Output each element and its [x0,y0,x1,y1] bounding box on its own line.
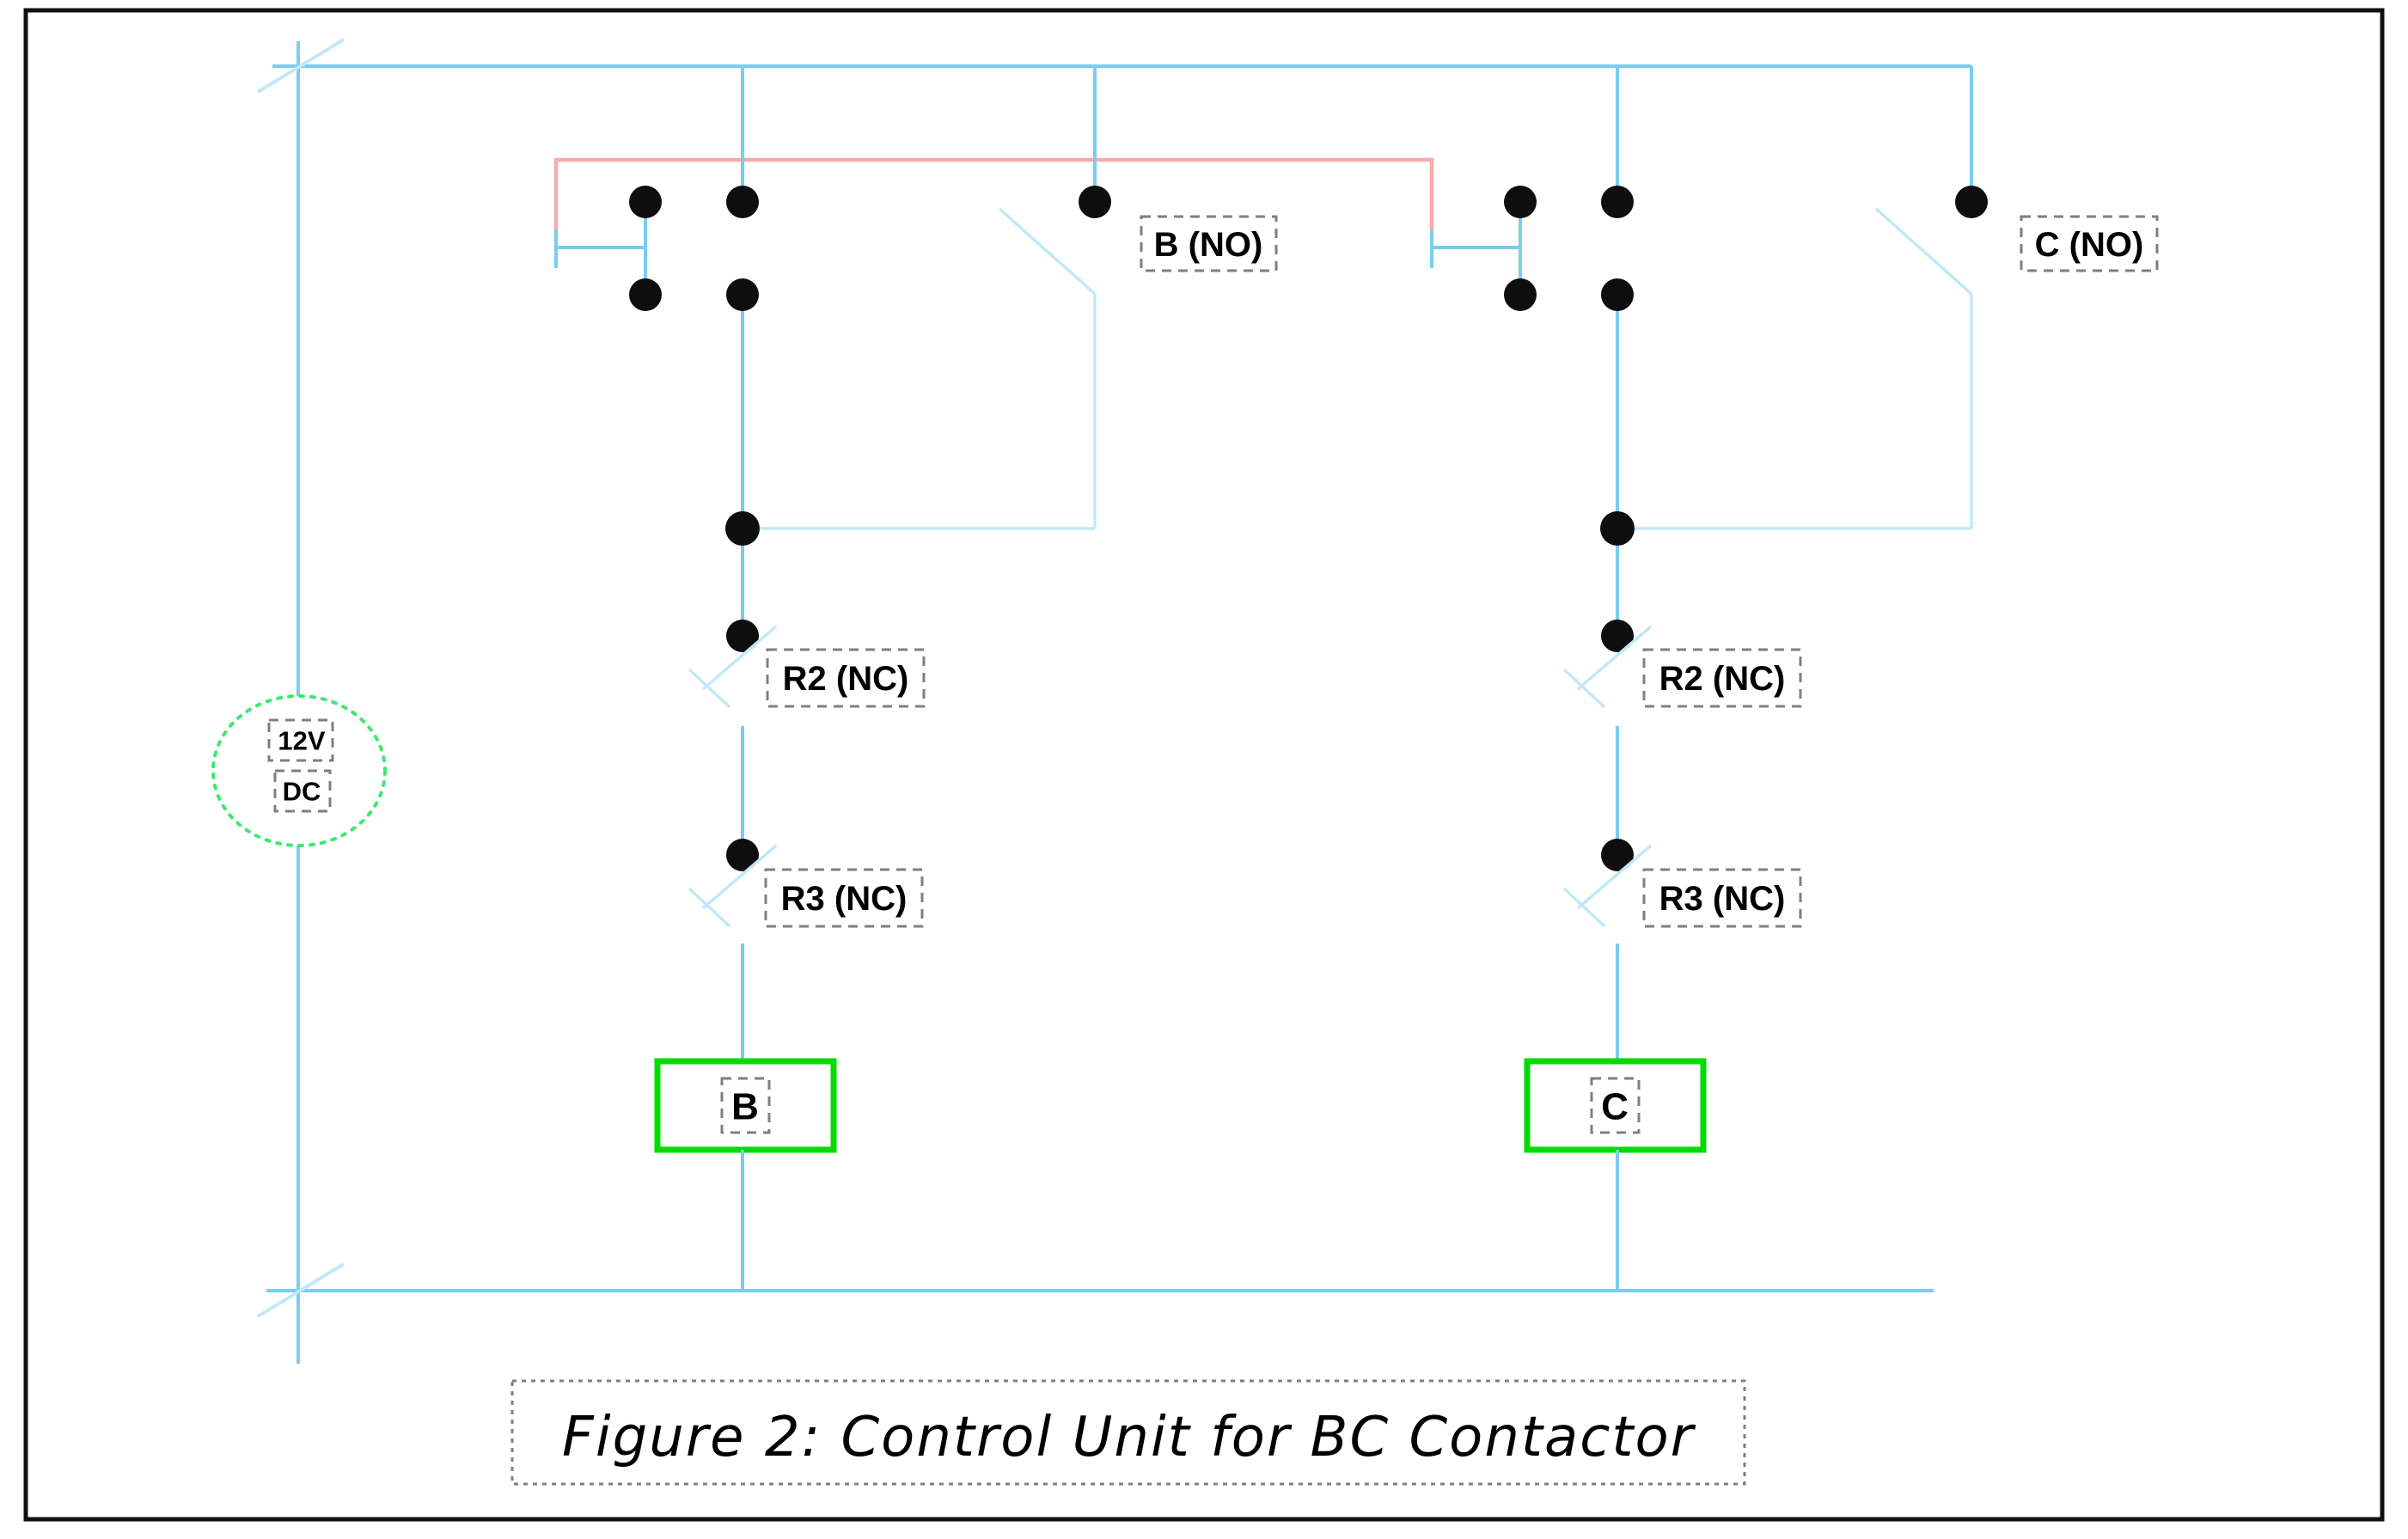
c-contact-dot [1504,278,1537,311]
b-no-blade [998,207,1097,296]
c-coil-label-box [1590,1077,1641,1134]
feedback-wire [553,157,1434,229]
c-coil-label: C [1601,1086,1629,1128]
c-junction-dot [1600,511,1635,546]
c-r3-cross-tick [1562,887,1606,928]
c-r2-dot [1601,620,1634,652]
c-no-label-box [2020,215,2159,272]
c-r3-blade [1576,844,1653,910]
c-contact-dot [1504,186,1537,218]
b-r2-dot [726,620,759,652]
c-contact-dot [1601,186,1634,218]
caption-box [510,1379,1746,1486]
dc-source-circle [211,694,387,847]
bottom-junction-tick [256,1262,345,1318]
c-r2-blade [1576,625,1653,691]
b-r3-label: R3 (NC) [781,880,908,918]
source-type-label: DC [283,777,321,807]
b-r3-blade [701,844,778,910]
c-r2-label-box [1642,648,1802,708]
b-coil-label-box [720,1077,771,1134]
b-r2-blade [701,625,778,691]
b-contact-dot [629,186,662,218]
c-no-label: C (NO) [2035,226,2144,264]
c-r3-dot [1601,839,1634,871]
c-coil-box [1524,1058,1707,1153]
drawing-border [23,8,2385,1522]
b-r2-label-box [766,648,926,708]
c-r3-label: R3 (NC) [1659,880,1786,918]
b-r3-cross-tick [688,887,731,928]
b-contact-dot [726,186,759,218]
b-r2-cross-tick [688,668,731,709]
b-coil-label: B [731,1086,759,1128]
b-no-label: B (NO) [1154,226,1263,264]
figure-caption: Figure 2: Control Unit for BC Contactor [562,1406,1696,1469]
c-r2-label: R2 (NC) [1659,660,1786,698]
c-r3-label-box [1642,868,1802,928]
c-no-blade [1874,207,1973,296]
b-junction-dot [725,511,760,546]
b-contact-dot [726,278,759,311]
b-r3-dot [726,839,759,871]
c-r2-cross-tick [1562,668,1606,709]
b-r2-label: R2 (NC) [783,660,909,698]
b-coil-box [654,1058,837,1153]
b-contact-dot [629,278,662,311]
source-voltage-label: 12V [278,726,325,756]
top-junction-tick [256,38,345,94]
source-voltage-label-box [267,718,334,762]
c-contact-dot [1601,278,1634,311]
source-type-label-box [273,769,332,813]
b-no-label-box [1140,215,1278,272]
c-no-terminal-dot [1955,186,1988,218]
b-no-terminal-dot [1079,186,1111,218]
b-r3-label-box [764,868,924,928]
